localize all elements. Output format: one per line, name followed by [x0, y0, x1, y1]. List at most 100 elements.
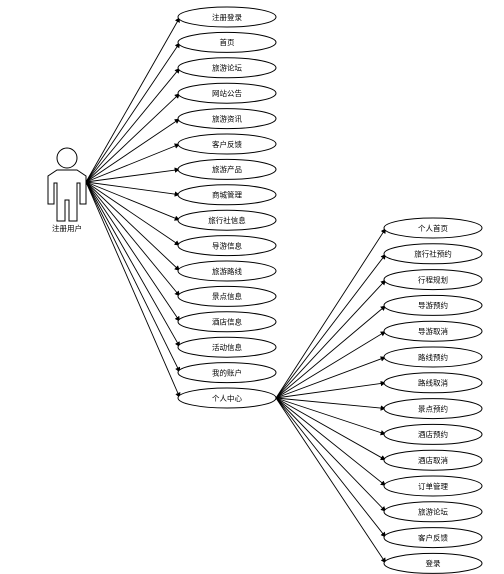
sub-use-case-9-label: 酒店预约: [418, 429, 448, 439]
use-case-8-label: 商城管理: [212, 190, 242, 200]
association-line-11: [85, 181, 181, 272]
sub-association-line-7: [275, 380, 387, 399]
sub-use-case-2: 旅行社预约: [383, 243, 483, 265]
sub-use-case-4-label: 导游预约: [418, 300, 448, 310]
left-use-cases: 注册登录首页旅游论坛网站公告旅游资讯客户反馈旅游产品商城管理旅行社信息导游信息旅…: [177, 6, 277, 409]
association-line-16: [85, 181, 181, 399]
sub-use-case-5: 导游取消: [383, 320, 483, 342]
sub-association-line-3: [275, 279, 387, 399]
sub-use-case-13-ellipse: [383, 527, 483, 549]
use-case-10: 导游信息: [177, 235, 277, 257]
sub-use-case-6-label: 路线预约: [418, 352, 448, 362]
use-case-7-ellipse: [177, 158, 277, 180]
association-line-6: [85, 143, 181, 183]
sub-use-case-14: 登录: [383, 552, 483, 574]
use-case-6-ellipse: [177, 133, 277, 155]
actor-body: [47, 169, 87, 222]
sub-use-case-1-ellipse: [383, 217, 483, 239]
use-case-4-ellipse: [177, 82, 277, 104]
use-case-4-label: 网站公告: [212, 88, 242, 98]
use-case-13-label: 酒店信息: [212, 317, 242, 327]
use-case-8-ellipse: [177, 184, 277, 206]
use-case-2: 首页: [177, 31, 277, 53]
use-case-3: 旅游论坛: [177, 57, 277, 79]
sub-use-case-10-label: 酒店取消: [418, 455, 448, 465]
use-case-3-label: 旅游论坛: [212, 63, 242, 73]
sub-use-case-11: 订单管理: [383, 475, 483, 497]
use-case-5: 旅游资讯: [177, 108, 277, 130]
use-case-12: 景点信息: [177, 285, 277, 307]
association-lines: [85, 16, 387, 564]
use-case-14: 活动信息: [177, 336, 277, 358]
association-line-12: [85, 181, 181, 297]
right-use-cases: 个人首页旅行社预约行程规划导游预约导游取消路线预约路线取消景点预约酒店预约酒店取…: [383, 217, 483, 574]
sub-use-case-11-label: 订单管理: [418, 481, 448, 491]
use-case-5-label: 旅游资讯: [212, 113, 242, 123]
association-line-7: [85, 167, 181, 183]
sub-use-case-6: 路线预约: [383, 346, 483, 368]
sub-use-case-2-label: 旅行社预约: [414, 249, 452, 259]
use-case-2-label: 首页: [220, 37, 235, 47]
sub-use-case-1-label: 个人首页: [418, 223, 448, 233]
use-case-13-ellipse: [177, 311, 277, 333]
sub-use-case-7-ellipse: [383, 372, 483, 394]
sub-use-case-8-ellipse: [383, 398, 483, 420]
use-case-5-ellipse: [177, 108, 277, 130]
sub-association-line-11: [275, 397, 387, 487]
use-case-9: 旅行社信息: [177, 209, 277, 231]
sub-association-line-10: [275, 397, 387, 461]
use-case-7: 旅游产品: [177, 158, 277, 180]
association-line-3: [85, 67, 181, 183]
use-case-11: 旅游路线: [177, 260, 277, 282]
use-case-3-ellipse: [177, 57, 277, 79]
sub-use-case-3-label: 行程规划: [418, 274, 448, 284]
sub-use-case-8-label: 景点预约: [418, 403, 448, 413]
sub-use-case-3-ellipse: [383, 269, 483, 291]
use-case-8: 商城管理: [177, 184, 277, 206]
use-case-15-label: 我的账户: [212, 367, 242, 377]
use-case-15: 我的账户: [177, 362, 277, 384]
actor-label: 注册用户: [52, 223, 82, 233]
sub-association-line-4: [275, 305, 387, 399]
association-line-8: [85, 181, 181, 197]
use-case-10-label: 导游信息: [212, 240, 242, 250]
use-case-12-label: 景点信息: [212, 291, 242, 301]
use-case-11-label: 旅游路线: [212, 266, 242, 276]
sub-use-case-7: 路线取消: [383, 372, 483, 394]
use-case-14-ellipse: [177, 336, 277, 358]
sub-use-case-12-ellipse: [383, 501, 483, 523]
sub-use-case-8: 景点预约: [383, 398, 483, 420]
association-line-5: [85, 118, 181, 183]
use-case-14-label: 活动信息: [212, 342, 242, 352]
sub-use-case-3: 行程规划: [383, 269, 483, 291]
association-line-1: [85, 16, 181, 183]
use-case-9-ellipse: [177, 209, 277, 231]
sub-use-case-12-label: 旅游论坛: [418, 507, 448, 517]
use-case-12-ellipse: [177, 285, 277, 307]
use-case-4: 网站公告: [177, 82, 277, 104]
actor-figure: [47, 147, 87, 222]
use-case-6-label: 客户反馈: [212, 139, 242, 149]
sub-use-case-14-label: 登录: [426, 558, 441, 568]
use-case-2-ellipse: [177, 31, 277, 53]
association-line-14: [85, 181, 181, 348]
sub-use-case-5-label: 导游取消: [418, 326, 448, 336]
use-case-1-label: 注册登录: [212, 12, 242, 22]
sub-use-case-10-ellipse: [383, 449, 483, 471]
sub-use-case-13: 客户反馈: [383, 527, 483, 549]
use-case-10-ellipse: [177, 235, 277, 257]
use-case-7-label: 旅游产品: [212, 164, 242, 174]
use-case-15-ellipse: [177, 362, 277, 384]
use-case-9-label: 旅行社信息: [208, 215, 246, 225]
use-case-1: 注册登录: [177, 6, 277, 28]
use-case-1-ellipse: [177, 6, 277, 28]
sub-association-line-13: [275, 397, 387, 538]
association-line-4: [85, 92, 181, 183]
use-case-13: 酒店信息: [177, 311, 277, 333]
sub-association-line-12: [275, 397, 387, 513]
association-line-13: [85, 181, 181, 323]
sub-association-line-9: [275, 397, 387, 436]
association-line-10: [85, 181, 181, 246]
sub-use-case-2-ellipse: [383, 243, 483, 265]
